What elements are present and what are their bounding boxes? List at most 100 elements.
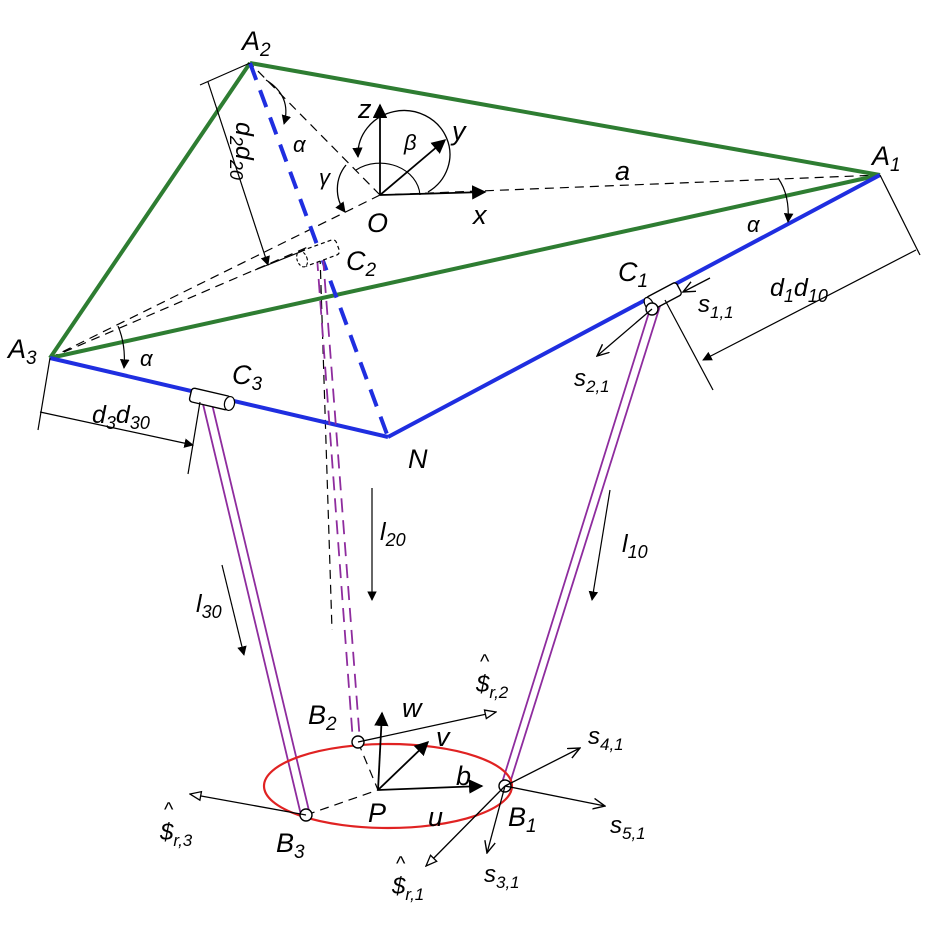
platform-ellipse (262, 742, 514, 830)
label-P: P (368, 798, 386, 828)
label-x: x (471, 200, 488, 230)
screw-vectors (190, 277, 711, 866)
leg-A1-N (387, 173, 881, 439)
d2-dim-arrow (207, 81, 270, 266)
screw-s41-arrow (504, 748, 580, 787)
label-l10: l10 (622, 530, 648, 562)
rod-C3-B3-a (202, 403, 302, 816)
axis-u-arrow (377, 779, 484, 794)
dimension-arrows (37, 62, 921, 656)
line-C2-N-ghost (319, 254, 333, 631)
label-s51: s5,1 (610, 812, 646, 843)
label-B2: B2 (308, 700, 337, 735)
screw-s21-arrow (597, 308, 653, 356)
d3-dim-arrow (39, 411, 194, 448)
edge-A2-A3 (48, 61, 252, 360)
l30-arrow (221, 564, 247, 656)
rod-C2-B2-b (322, 256, 361, 743)
rod-C2-B2-a (316, 256, 354, 743)
label-s21: s2,1 (574, 365, 610, 396)
label-B3: B3 (276, 828, 305, 863)
axis-x-arrow (379, 185, 487, 200)
alpha-mark-A2 (265, 79, 291, 125)
label-z: z (357, 94, 372, 124)
rod-C3-B3-b (211, 403, 311, 816)
d1-ext-2 (664, 299, 714, 391)
label-sr1-hat: ^ (396, 853, 406, 875)
screw-s51-arrow (504, 785, 605, 806)
label-u: u (428, 802, 443, 832)
label-sr2-hat: ^ (480, 651, 490, 673)
label-d2d20: d2d20 (226, 122, 258, 180)
d3-ext-2 (187, 401, 201, 475)
label-a: a (615, 156, 630, 186)
axis-y-arrow (379, 139, 447, 196)
construction-lines (49, 62, 881, 816)
alpha-mark-A3 (117, 325, 130, 369)
label-C3: C3 (232, 360, 263, 395)
screw-r1-arrow (426, 785, 506, 866)
slider-C3 (188, 387, 236, 412)
label-d3d30: d3d30 (92, 401, 150, 433)
label-sr2: $r,2 (475, 671, 509, 702)
l10-arrow (588, 489, 611, 601)
label-alpha-A2: α (293, 132, 307, 157)
alpha-mark-A1 (777, 177, 794, 223)
label-l20: l20 (380, 518, 406, 550)
label-y: y (450, 116, 467, 146)
label-w: w (402, 693, 423, 723)
label-sr3-hat: ^ (164, 799, 174, 821)
line-B3-P (305, 789, 379, 816)
label-s31: s3,1 (484, 861, 520, 892)
screw-r2-arrow (357, 712, 496, 743)
angle-gamma-arc (335, 164, 347, 213)
screw-s31-arrow (487, 785, 506, 853)
label-sr1: $r,1 (391, 873, 424, 904)
line-A3-C2 (49, 246, 309, 359)
label-A2: A2 (240, 26, 271, 61)
label-v: v (436, 722, 451, 752)
rod-C1-B1-a (500, 305, 652, 787)
label-C1: C1 (618, 257, 648, 292)
d1-ext-1 (879, 174, 921, 256)
line-O-A1 (379, 174, 881, 196)
label-sr3: $r,3 (159, 819, 193, 850)
label-C2: C2 (346, 246, 377, 281)
screw-r3-arrow (190, 794, 307, 816)
label-s11: s1,1 (698, 291, 734, 322)
label-A1: A1 (870, 141, 901, 176)
leg-A2-N (248, 62, 390, 438)
line-O-A3 (49, 194, 381, 359)
base-triangle (48, 61, 881, 360)
label-beta: β (403, 130, 417, 155)
label-gamma: γ (319, 165, 332, 190)
rods (202, 256, 661, 816)
frame-P (374, 711, 484, 794)
label-A3: A3 (6, 334, 37, 369)
label-N: N (408, 444, 428, 474)
d1-dim-arrow (702, 249, 917, 361)
rod-C1-B1-b (508, 305, 661, 787)
label-l30: l30 (196, 590, 222, 622)
label-d1d10: d1d10 (770, 274, 828, 306)
label-b: b (456, 761, 471, 791)
edge-A2-A1 (249, 61, 881, 177)
label-O: O (367, 208, 388, 238)
angle-inner-arc (355, 162, 421, 196)
angle-beta-arc (352, 109, 451, 193)
line-O-A2 (249, 62, 381, 196)
label-alpha-A1: α (747, 212, 761, 237)
axis-w-arrow (374, 711, 389, 791)
d2-ext-1 (199, 62, 251, 86)
label-s41: s4,1 (588, 723, 624, 754)
d3-ext-1 (37, 357, 51, 431)
label-B1: B1 (508, 802, 537, 837)
label-alpha-A3: α (140, 346, 154, 371)
screw-s11-arrow (683, 277, 711, 292)
edge-A3-A1 (49, 173, 881, 360)
axis-v-arrow (377, 741, 430, 791)
line-B2-P (357, 741, 379, 791)
d2-ext-2 (254, 249, 306, 271)
frame-O (335, 103, 487, 213)
